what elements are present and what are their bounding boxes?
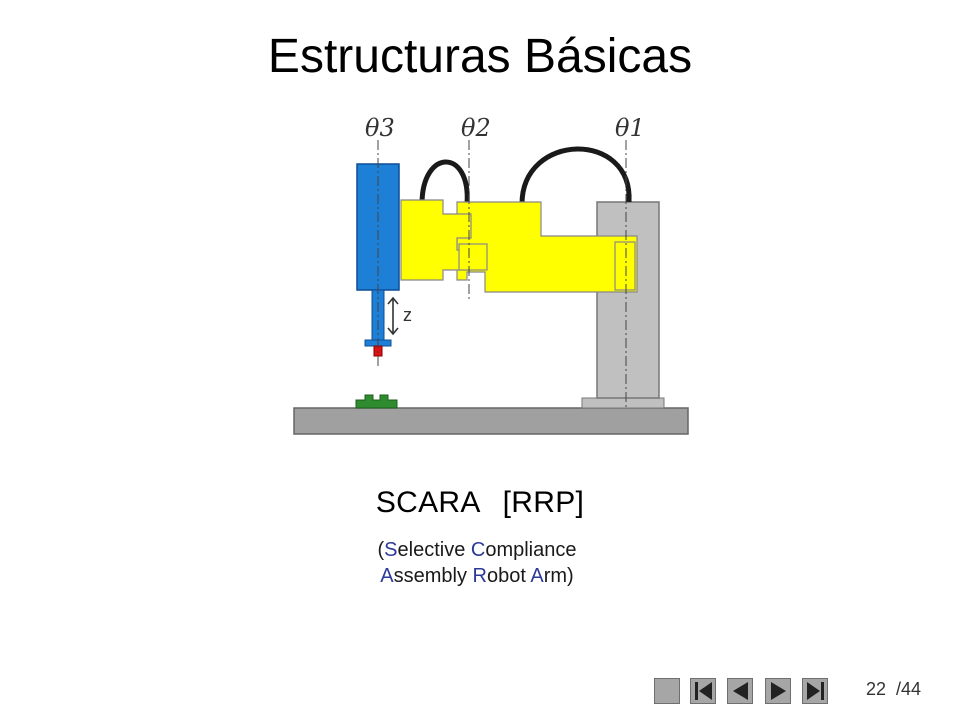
joint-label-theta3: θ3 xyxy=(365,114,395,142)
cable-lower xyxy=(419,159,470,205)
robot-type-name: SCARA xyxy=(375,486,481,519)
acronym-word-rest: obot xyxy=(486,565,526,587)
page-indicator: 22/44 xyxy=(866,679,921,700)
blank-button[interactable] xyxy=(654,678,680,704)
arm-link-1 xyxy=(456,201,638,293)
elbow-slot xyxy=(458,243,488,271)
acronym-word-rest: ssembly xyxy=(393,565,467,587)
z-axis-label: z xyxy=(403,305,412,325)
last-page-icon xyxy=(807,682,824,700)
scara-robot-diagram: z θ3 θ2 θ1 xyxy=(293,114,689,435)
work-piece xyxy=(355,394,398,409)
arm-link-2 xyxy=(400,199,472,281)
paren-open: ( xyxy=(377,539,385,561)
first-page-button[interactable] xyxy=(690,678,716,704)
acronym-word-rest: ompliance xyxy=(485,539,577,561)
acronym-word-rest: rm xyxy=(543,565,568,587)
paren-close: ) xyxy=(567,565,574,587)
cable-upper xyxy=(519,146,632,205)
acronym-initial-s: S xyxy=(384,539,398,561)
current-page: 22 xyxy=(866,679,887,699)
column-foot xyxy=(581,397,665,409)
base-plate xyxy=(293,407,689,435)
acronym-initial-a: A xyxy=(380,565,394,587)
blank-icon xyxy=(655,679,681,705)
joint-label-theta1: θ1 xyxy=(615,114,645,142)
acronym-word-rest: elective xyxy=(397,539,466,561)
shoulder-slot xyxy=(614,241,636,291)
acronym-initial-a2: A xyxy=(530,565,544,587)
previous-page-icon xyxy=(733,682,748,700)
acronym-expansion: (Selective Compliance Assembly Robot Arm… xyxy=(352,537,602,589)
robot-joint-config: [RRP] xyxy=(502,486,585,519)
last-page-button[interactable] xyxy=(802,678,828,704)
z-axis-arrow-icon xyxy=(387,296,399,336)
next-page-icon xyxy=(771,682,786,700)
previous-page-button[interactable] xyxy=(727,678,753,704)
acronym-initial-c: C xyxy=(470,539,486,561)
first-page-icon xyxy=(695,682,712,700)
column xyxy=(596,201,660,399)
joint-label-theta2: θ2 xyxy=(461,114,491,142)
slide-title: Estructuras Básicas xyxy=(267,30,693,83)
next-page-button[interactable] xyxy=(765,678,791,704)
acronym-initial-r: R xyxy=(472,565,487,587)
total-pages: /44 xyxy=(896,679,922,699)
robot-type-heading: SCARA [RRP] xyxy=(0,486,960,520)
